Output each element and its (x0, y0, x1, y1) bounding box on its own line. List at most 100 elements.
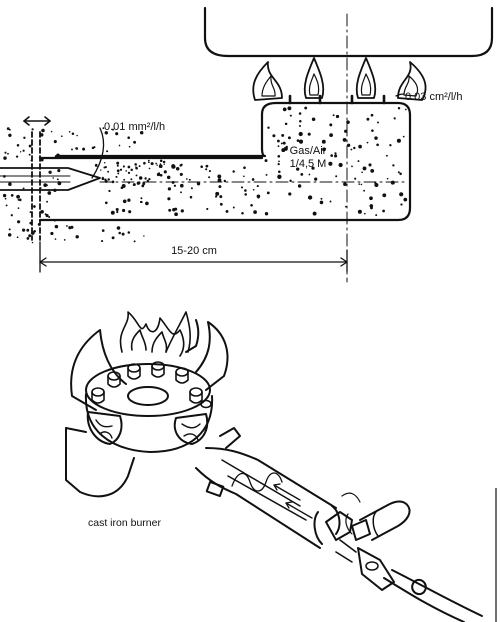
particle-dot (200, 165, 203, 168)
gas-hose (383, 577, 465, 622)
particle-dot (148, 167, 151, 170)
particle-dot (171, 164, 176, 169)
particle-dot (30, 159, 33, 162)
particle-dot (351, 165, 353, 168)
particle-dot (101, 240, 104, 243)
particle-dot (150, 162, 154, 166)
particle-dot (52, 177, 54, 179)
particle-dot (121, 232, 125, 236)
particle-dot (287, 136, 291, 140)
particle-dot (60, 135, 63, 138)
particle-dot (371, 129, 374, 132)
particle-dot (298, 139, 304, 144)
particle-dot (162, 160, 166, 164)
particle-dot (400, 203, 403, 206)
burner-cap-center (127, 386, 169, 406)
particle-dot (139, 200, 143, 204)
particle-dot (280, 142, 283, 145)
particle-dot (75, 147, 79, 150)
mixing-tube-slot (221, 459, 307, 521)
particle-dot (396, 138, 401, 143)
particle-dot (241, 211, 244, 215)
particle-dot (145, 201, 149, 206)
particle-dot (298, 112, 302, 115)
particle-dot (128, 210, 132, 214)
particle-dot (127, 231, 131, 234)
particle-dot (288, 192, 292, 196)
particle-dot (159, 159, 163, 163)
particle-dot (19, 151, 22, 153)
burner-flames (119, 311, 191, 357)
air-shutter (31, 131, 41, 241)
particle-dot (285, 145, 288, 149)
particle-dot (57, 169, 61, 173)
particle-dot (142, 181, 145, 184)
particle-dot (132, 183, 136, 187)
particle-dot (6, 127, 10, 130)
particle-dot (243, 166, 246, 169)
particle-dot (299, 119, 302, 123)
particle-dot (127, 165, 131, 169)
particle-dot (215, 191, 220, 196)
particle-dot (66, 225, 68, 227)
particle-dot (358, 144, 362, 149)
particle-dot (116, 161, 120, 165)
particle-dot (205, 164, 209, 168)
particle-dot (363, 189, 366, 192)
particle-dot (190, 187, 193, 190)
particle-dot (243, 175, 245, 178)
particle-dot (344, 129, 348, 133)
particle-dot (175, 167, 180, 171)
particle-dot (22, 228, 26, 232)
particle-dot (314, 177, 318, 181)
particle-dot (138, 165, 141, 168)
particle-dot (7, 152, 9, 155)
flame-4 (397, 61, 427, 101)
particle-dot (148, 161, 150, 164)
particle-dot (133, 140, 137, 144)
particle-dot (103, 162, 106, 164)
particle-dot (179, 172, 183, 176)
particle-dot (48, 216, 51, 218)
particle-dot (357, 160, 360, 163)
particle-dot (94, 164, 98, 167)
particle-dot (116, 164, 119, 167)
particle-dot (308, 173, 311, 176)
particle-dot (393, 117, 396, 120)
port-leader-line (395, 93, 405, 97)
particle-dot (111, 236, 115, 240)
particle-dot (363, 212, 366, 215)
hose-clamp (411, 578, 427, 596)
cap-ports (91, 361, 212, 409)
particle-dot (39, 236, 41, 238)
particle-dot (3, 156, 7, 160)
particle-dot (369, 196, 373, 201)
particle-dot (39, 133, 44, 137)
top-burner-cross-section (0, 6, 494, 283)
particle-dot (63, 239, 66, 241)
particle-dot (31, 128, 34, 131)
particle-dot (45, 214, 49, 218)
particle-dot (277, 174, 282, 179)
particle-dot (361, 171, 363, 174)
cast-iron-burner-illustration (65, 311, 483, 622)
particle-dot (223, 179, 227, 183)
particle-dot (29, 211, 32, 214)
particle-dot (328, 161, 333, 166)
particle-dot (7, 233, 12, 237)
particle-dot (26, 237, 30, 240)
particle-dot (155, 162, 158, 165)
particle-dot (71, 148, 73, 151)
particle-dot (353, 146, 356, 150)
particle-dot (58, 180, 60, 183)
particle-dot (208, 170, 211, 173)
particle-dot (329, 133, 333, 137)
particle-dot (397, 171, 400, 174)
particle-dot (358, 183, 361, 185)
burner-head-outline (38, 101, 412, 222)
particle-dot (10, 194, 14, 197)
particle-dot (311, 117, 316, 122)
particle-dot (404, 108, 407, 111)
particle-dot (159, 173, 163, 177)
particle-dot (23, 136, 26, 139)
